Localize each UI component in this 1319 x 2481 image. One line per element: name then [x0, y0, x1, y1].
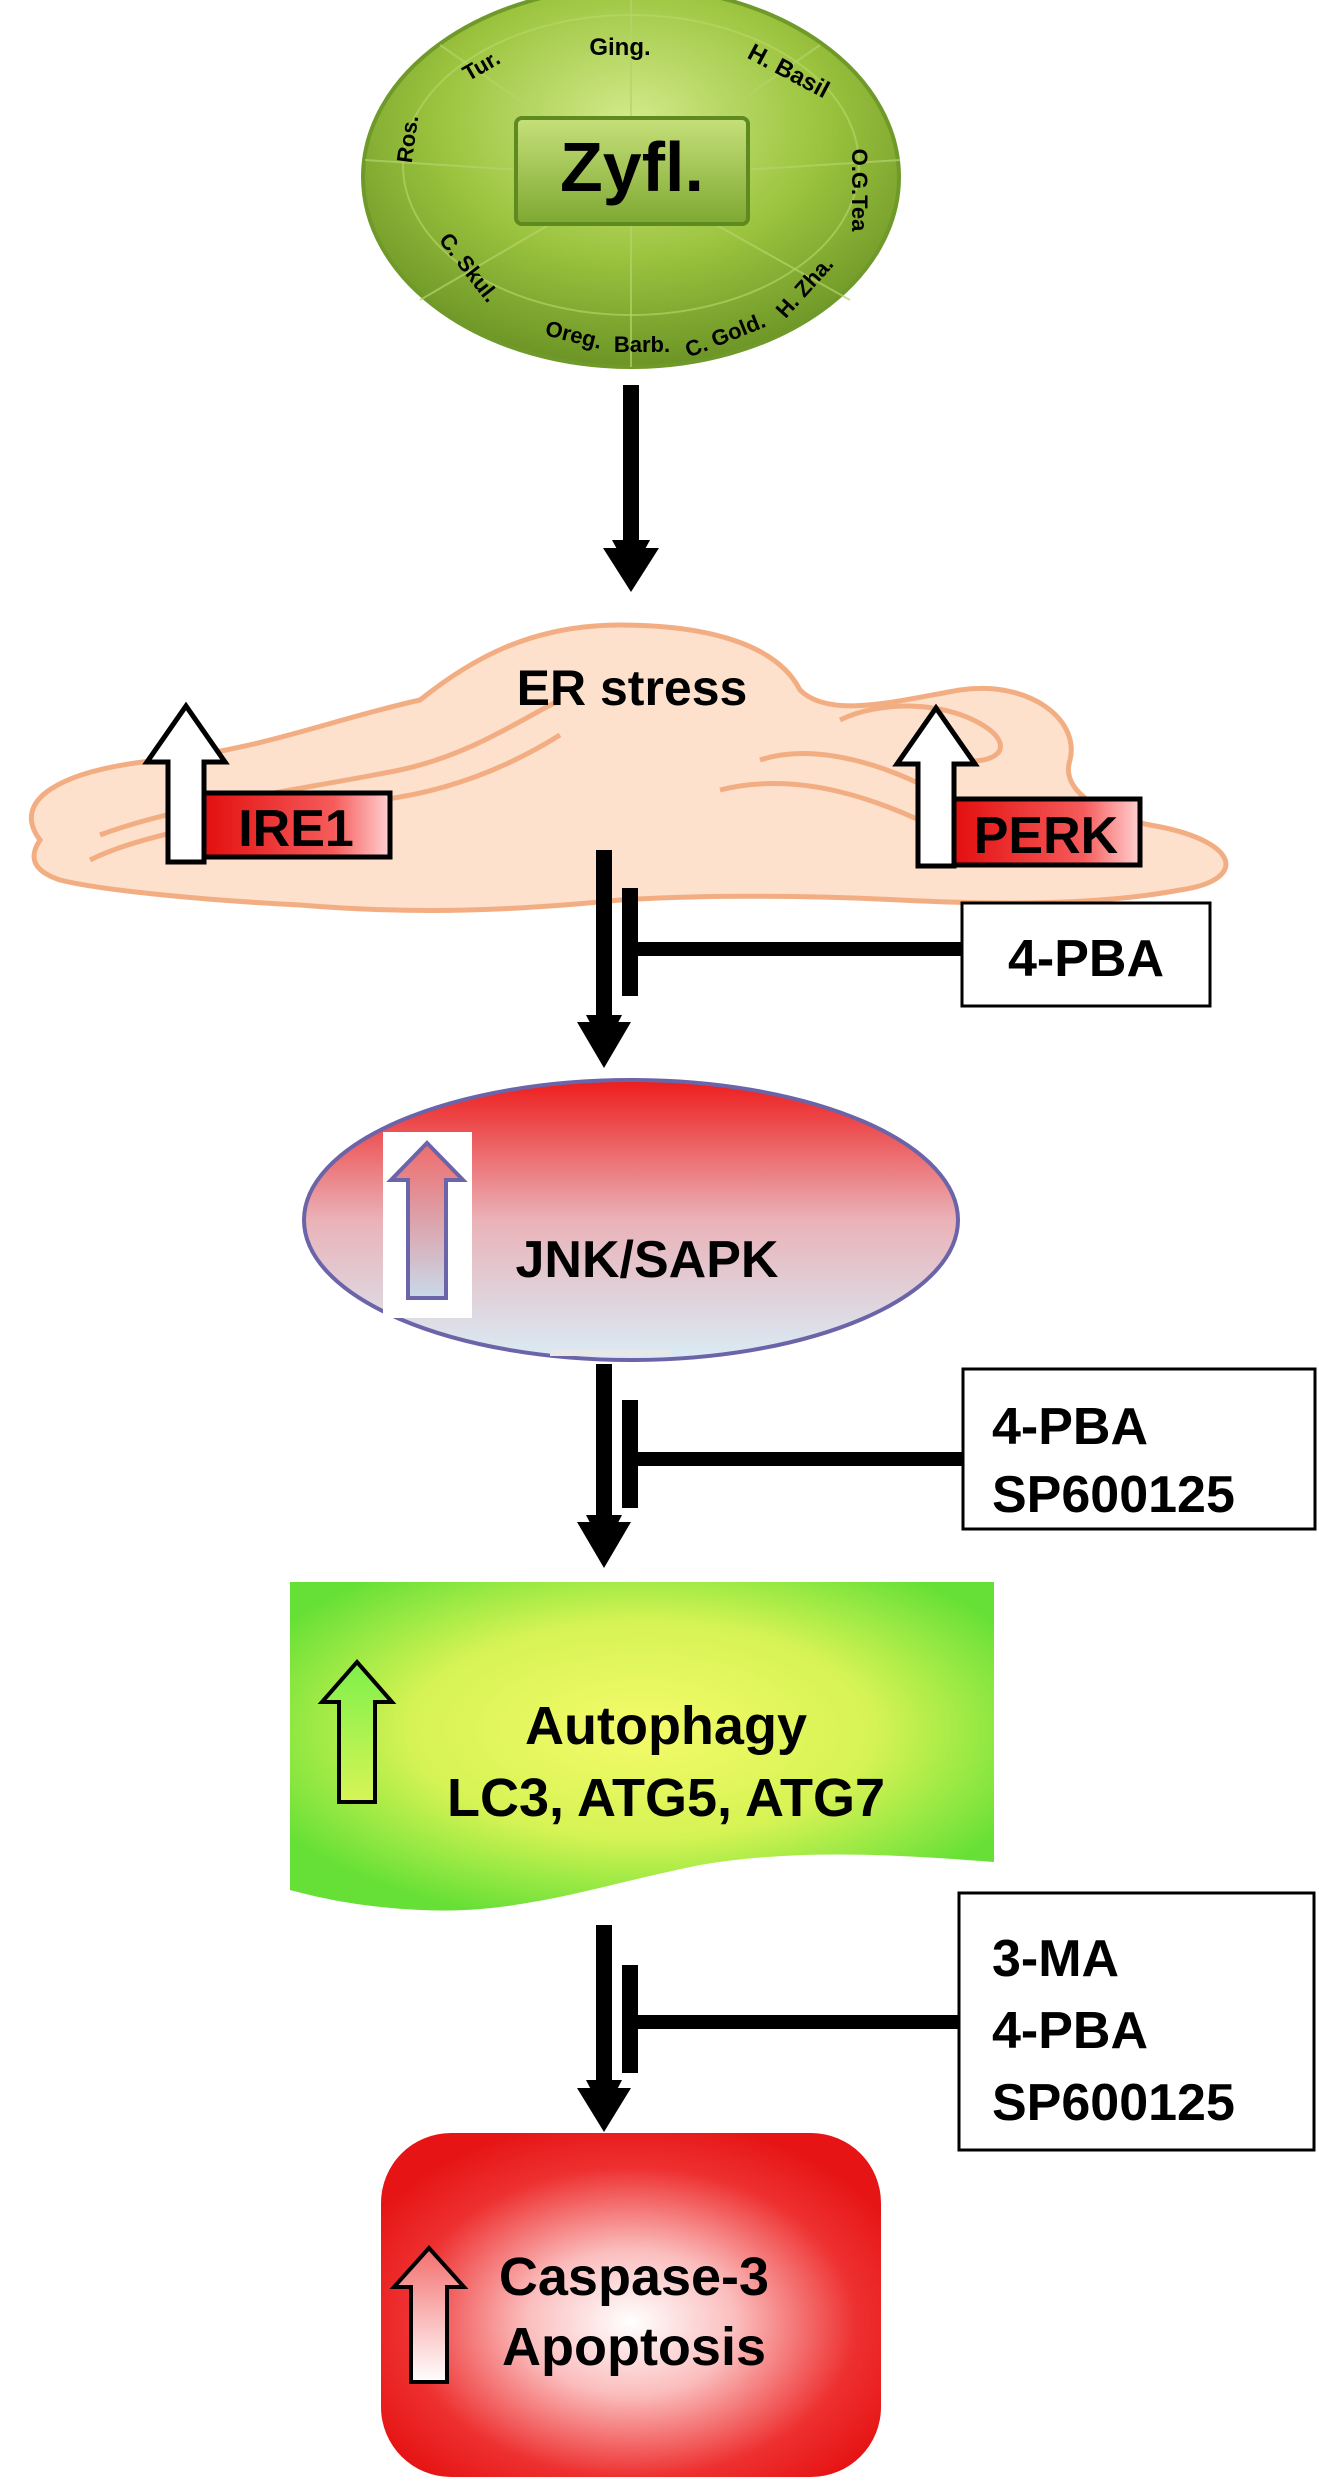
- apoptosis-up-arrow-icon: [389, 2245, 469, 2384]
- inhibitor-2-line-1: 4-PBA: [992, 1398, 1148, 1456]
- arrow-jnk-to-autophagy: [577, 1364, 631, 1568]
- caspase-3-label: Caspase-3: [499, 2247, 769, 2307]
- zyfl-center-box: [514, 116, 750, 226]
- er-stress-node: ER stress: [28, 622, 1229, 913]
- inhibitor-2-line-2: SP600125: [992, 1466, 1235, 1524]
- apoptosis-label: Apoptosis: [502, 2317, 766, 2377]
- ring-label-ging: Ging.: [589, 34, 650, 61]
- ire1-up-arrow-icon: [142, 701, 230, 865]
- jnk-up-arrow-icon: [386, 1140, 468, 1300]
- zyfl-node: Zyfl. Ging. H. Basil O.G.Tea H. Zha. C. …: [361, 0, 901, 369]
- ring-label-barb: Barb.: [614, 332, 670, 357]
- inhibitor-box-2: 4-PBA SP600125: [961, 1367, 1317, 1531]
- ire1-label: IRE1: [238, 800, 354, 858]
- apoptosis-node: Caspase-3 Apoptosis: [381, 2133, 881, 2477]
- er-stress-label: ER stress: [517, 660, 748, 716]
- inhibitor-1-line-1: 4-PBA: [1008, 930, 1164, 988]
- arrow-zyfl-to-er: [603, 385, 659, 592]
- autophagy-label: Autophagy: [525, 1696, 807, 1756]
- zyfl-center-label: Zyfl.: [560, 128, 704, 206]
- autophagy-up-arrow-icon: [317, 1658, 397, 1804]
- jnk-sapk-node: JNK/SAPK: [302, 1078, 960, 1362]
- inhibitor-3-line-2: 4-PBA: [992, 2002, 1148, 2060]
- inhibitor-3-line-3: SP600125: [992, 2074, 1235, 2132]
- ire1-node: IRE1: [142, 701, 393, 865]
- arrow-er-to-jnk: [577, 850, 631, 1068]
- perk-label: PERK: [974, 807, 1119, 865]
- inhibitor-box-1: 4-PBA: [960, 901, 1212, 1008]
- inhibition-bar-3: [622, 1965, 959, 2073]
- autophagy-markers-label: LC3, ATG5, ATG7: [447, 1768, 885, 1828]
- inhibitor-3-line-1: 3-MA: [992, 1930, 1119, 1988]
- inhibitor-box-3: 3-MA 4-PBA SP600125: [957, 1891, 1316, 2152]
- ring-label-og-tea: O.G.Tea: [847, 149, 872, 232]
- arrow-autophagy-to-apoptosis: [577, 1925, 631, 2132]
- inhibition-bar-2: [622, 1400, 963, 1508]
- jnk-sapk-label: JNK/SAPK: [516, 1231, 779, 1289]
- perk-up-arrow-icon: [892, 703, 980, 869]
- autophagy-node: Autophagy LC3, ATG5, ATG7: [290, 1582, 994, 1911]
- inhibition-bar-1: [622, 888, 962, 996]
- perk-node: PERK: [892, 703, 1143, 869]
